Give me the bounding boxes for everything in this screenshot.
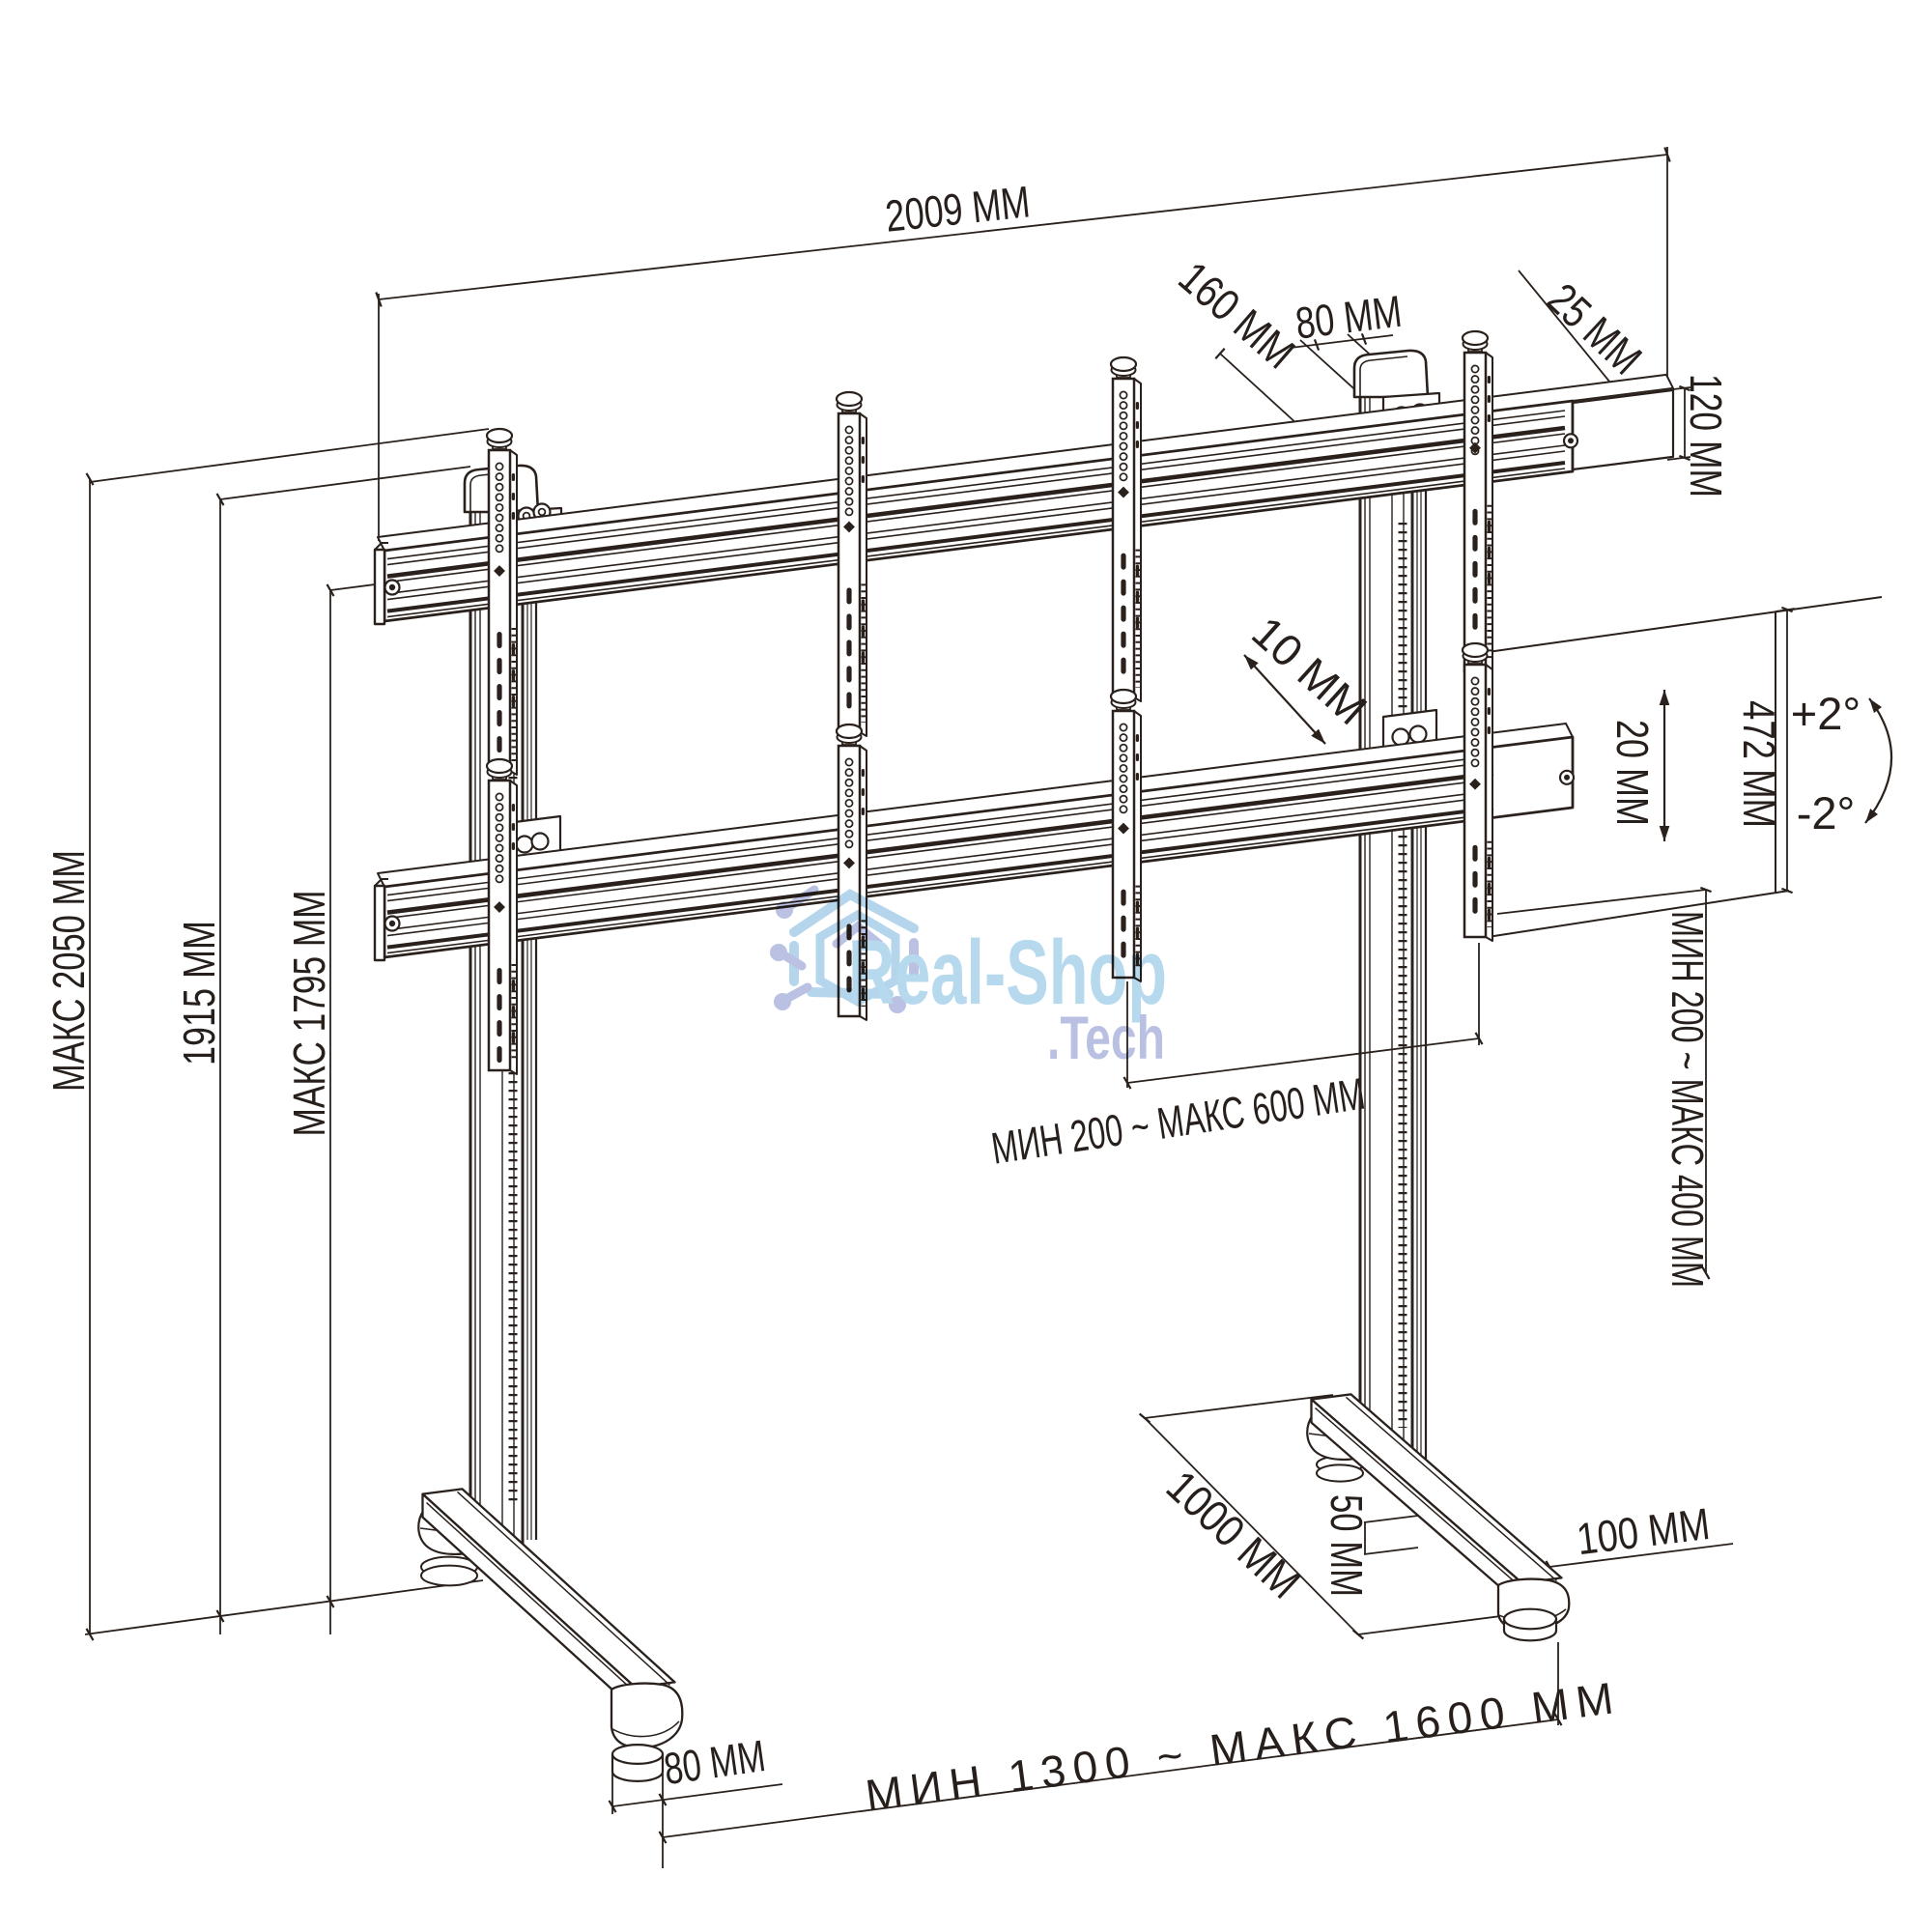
vesa-strip-7 [1109,688,1142,982]
vesa-strip-6 [835,723,867,1021]
watermark-brand: Real-Shop [848,922,1167,1024]
label-slide-20: 20 ММ [1607,720,1658,826]
vesa-strip-3 [1109,355,1142,702]
label-tilt-up: +2° [1791,688,1861,739]
vesa-strip-5 [485,757,518,1075]
vesa-strip-4 [1461,329,1493,676]
watermark-logo-icon [770,885,919,1013]
label-height-max-1795: МАКС 1795 ММ [284,891,334,1137]
label-foot-50: 50 ММ [1321,1494,1372,1597]
label-panel-472: 472 ММ [1734,700,1784,828]
label-rail-height-120: 120 ММ [1681,374,1731,497]
watermark: Real-Shop .Tech [770,885,1167,1072]
label-tilt-down: -2° [1797,787,1856,838]
rail-bottom [373,723,1576,962]
foot-left [417,1488,684,1782]
vesa-strip-1 [485,427,518,776]
vesa-strip-8 [1461,641,1493,942]
foot-right [1306,1393,1571,1642]
label-height-max-2050: МАКС 2050 ММ [43,850,94,1092]
label-range-200-400: МИН 200 ~ МАКС 400 ММ [1662,911,1713,1288]
rail-top [373,373,1675,626]
label-height-1915: 1915 ММ [174,921,224,1065]
watermark-domain: .Tech [1047,1005,1165,1072]
column-right [1358,391,1428,1466]
vesa-strip-2 [835,390,867,737]
